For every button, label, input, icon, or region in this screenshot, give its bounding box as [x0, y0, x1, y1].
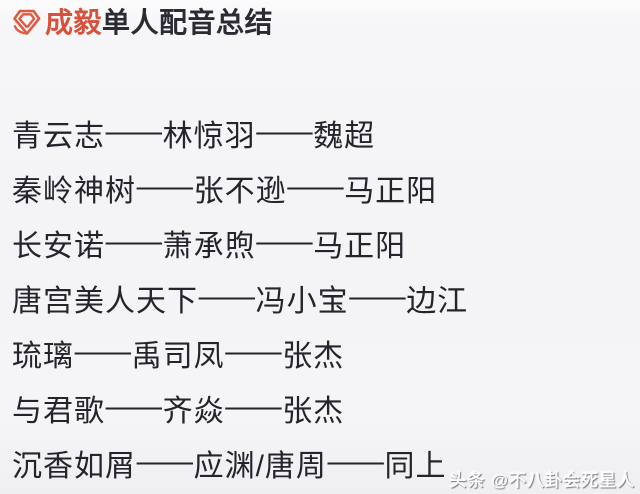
drama-title: 沉香如屑: [12, 449, 136, 483]
voice-actor-name: 边江: [406, 284, 469, 318]
dash-separator: ——: [327, 444, 384, 478]
voice-actor-name: 张杰: [282, 394, 345, 428]
dash-separator: ——: [256, 224, 312, 258]
voice-actor-name: 马正阳: [344, 174, 438, 208]
list-item: 与君歌——齐焱——张杰: [12, 380, 640, 435]
brand-name: 成毅: [45, 7, 103, 38]
list-item: 秦岭神树——张不逊——马正阳: [12, 160, 640, 215]
page-title: 成毅单人配音总结: [45, 5, 273, 40]
voice-actor-name: 魏超: [313, 119, 376, 153]
page-title-row: 成毅单人配音总结: [9, 5, 273, 40]
voice-actor-name: 张杰: [282, 339, 345, 373]
dash-separator: ——: [105, 224, 162, 258]
dash-separator: ——: [349, 279, 405, 313]
character-name: 禹司凤: [131, 339, 225, 373]
character-name: 萧承煦: [162, 229, 256, 263]
dubbing-list: 青云志——林惊羽——魏超 秦岭神树——张不逊——马正阳 长安诺——萧承煦——马正…: [12, 105, 640, 490]
character-name: 冯小宝: [255, 284, 349, 318]
drama-title: 秦岭神树: [12, 174, 136, 208]
gem-logo-icon: [9, 5, 44, 40]
character-name: 应渊/唐周: [193, 449, 327, 483]
dash-separator: ——: [105, 389, 162, 423]
drama-title: 唐宫美人天下: [12, 284, 198, 318]
list-item: 青云志——林惊羽——魏超: [12, 105, 640, 160]
drama-title: 青云志: [12, 119, 105, 153]
dash-separator: ——: [198, 279, 255, 313]
dash-separator: ——: [105, 114, 162, 148]
character-name: 张不逊: [193, 174, 287, 208]
list-item: 长安诺——萧承煦——马正阳: [12, 215, 640, 270]
title-rest: 单人配音总结: [102, 7, 274, 38]
dash-separator: ——: [256, 114, 312, 148]
character-name: 齐焱: [162, 394, 225, 428]
drama-title: 琉璃: [12, 339, 74, 373]
drama-title: 长安诺: [12, 229, 105, 263]
list-item: 沉香如屑——应渊/唐周——同上: [12, 435, 640, 490]
list-item: 唐宫美人天下——冯小宝——边江: [12, 270, 640, 325]
dash-separator: ——: [136, 444, 193, 478]
dash-separator: ——: [136, 169, 193, 203]
dash-separator: ——: [225, 334, 281, 368]
dash-separator: ——: [287, 169, 343, 203]
watermark: 头条 @不八卦会死星人: [449, 466, 635, 491]
voice-actor-name: 同上: [384, 449, 447, 483]
list-item: 琉璃——禹司凤——张杰: [12, 325, 640, 380]
watermark-platform: 头条: [449, 471, 486, 490]
watermark-handle: @不八卦会死星人: [491, 471, 635, 490]
voice-actor-name: 马正阳: [313, 229, 407, 263]
character-name: 林惊羽: [162, 119, 256, 153]
drama-title: 与君歌: [12, 394, 105, 428]
dash-separator: ——: [225, 389, 281, 423]
dash-separator: ——: [74, 334, 131, 368]
